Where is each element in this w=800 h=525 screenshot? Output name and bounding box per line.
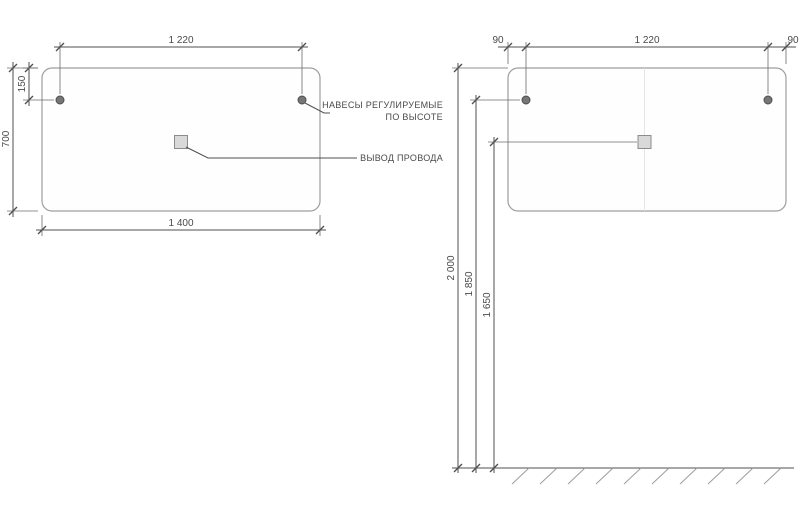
dim-front-width-text: 1 400 xyxy=(168,218,193,229)
hangers-label-line2: ПО ВЫСОТЕ xyxy=(386,112,443,122)
dim-floor-to-outlet-text: 1 650 xyxy=(482,292,493,317)
dim-floor-to-hangers-text: 1 850 xyxy=(464,271,475,296)
wire-outlet-leader-line xyxy=(185,146,357,159)
hanger-left-dot-installation xyxy=(521,95,531,105)
dim-front-hanger-top-offset-text: 150 xyxy=(17,75,28,92)
hanger-right-dot xyxy=(297,95,307,105)
hanger-right-dot-installation xyxy=(763,95,773,105)
wire-outlet-label: ВЫВОД ПРОВОДА xyxy=(360,153,443,163)
wire-outlet-square xyxy=(174,135,188,149)
dim-floor-to-top-text: 2 000 xyxy=(446,255,457,280)
annotation-hangers: НАВЕСЫ РЕГУЛИРУЕМЫЕ ПО ВЫСОТЕ xyxy=(304,100,443,122)
dim-front-height: 700 xyxy=(1,62,38,217)
dim-front-width: 1 400 xyxy=(36,215,326,236)
dim-front-height-text: 700 xyxy=(1,130,12,147)
annotation-wire-outlet: ВЫВОД ПРОВОДА xyxy=(185,146,443,163)
floor-hatching xyxy=(511,467,782,485)
dim-installation-left-margin-text: 90 xyxy=(492,35,504,46)
wire-outlet-square-installation xyxy=(637,135,652,149)
hanger-left-dot xyxy=(55,95,65,105)
dim-front-hanger-spacing-text: 1 220 xyxy=(168,35,193,46)
hangers-leader-line xyxy=(304,102,330,114)
installation-view: 90 1 220 90 2 000 1 850 1 650 xyxy=(446,35,799,485)
dim-front-hanger-spacing: 1 220 xyxy=(54,35,308,94)
dim-installation-right-margin-text: 90 xyxy=(787,35,799,46)
floor-line xyxy=(452,467,794,485)
hangers-label-line1: НАВЕСЫ РЕГУЛИРУЕМЫЕ xyxy=(322,100,443,110)
front-view: 1 220 150 700 1 400 xyxy=(1,35,443,236)
dim-floor-to-hangers: 1 850 xyxy=(464,95,520,473)
dim-installation-hanger-spacing-text: 1 220 xyxy=(634,35,659,46)
dim-floor-to-top: 2 000 xyxy=(446,63,508,473)
dim-installation-top: 90 1 220 90 xyxy=(492,35,799,94)
